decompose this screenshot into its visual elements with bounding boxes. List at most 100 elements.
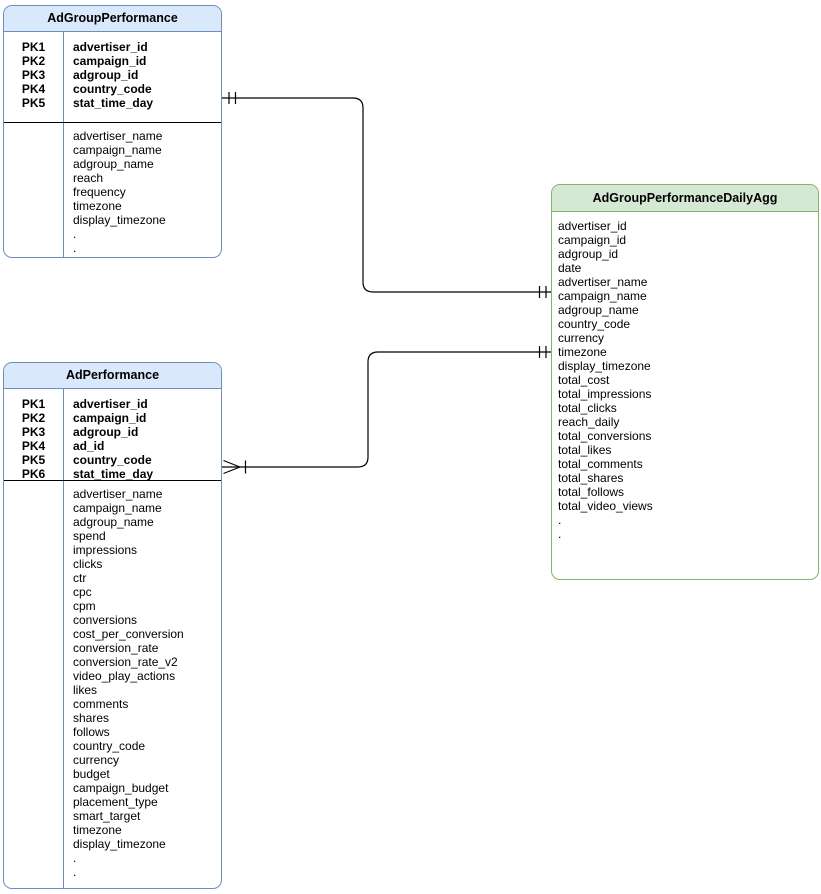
- relationship-adgroupperformance-to-dailyagg: [222, 92, 551, 298]
- attribute-name: total_follows: [558, 485, 625, 499]
- attribute-name: campaign_name: [73, 143, 162, 157]
- attribute-name: total_impressions: [558, 387, 652, 401]
- attribute-name: shares: [73, 711, 110, 725]
- pk-field-name: advertiser_id: [73, 397, 148, 411]
- entity-adgroup-performance-daily-agg: AdGroupPerformanceDailyAgg advertiser_id…: [551, 184, 819, 580]
- pk-field-name: adgroup_id: [73, 425, 139, 439]
- attribute-name: total_cost: [558, 373, 610, 387]
- attribute-name: adgroup_name: [73, 157, 154, 171]
- attribute-name: conversion_rate_v2: [73, 655, 178, 669]
- attribute-name: campaign_name: [73, 501, 162, 515]
- attribute-name: conversion_rate: [73, 641, 159, 655]
- one-and-only-one-marker: [228, 92, 237, 104]
- attribute-name: adgroup_name: [558, 303, 639, 317]
- relationship-line: [222, 97, 551, 293]
- pk-label: PK1: [21, 397, 46, 411]
- pk-label: PK2: [21, 411, 46, 425]
- attribute-name: .: [558, 527, 562, 541]
- attribute-name: currency: [73, 753, 120, 767]
- pk-field-name: advertiser_id: [73, 40, 148, 54]
- attribute-name: ctr: [73, 571, 87, 585]
- attribute-name: currency: [558, 331, 605, 345]
- attribute-name: reach: [73, 171, 104, 185]
- pk-label: PK1: [21, 40, 46, 54]
- pk-field-name: adgroup_id: [73, 68, 139, 82]
- attribute-name: spend: [73, 529, 106, 543]
- pk-label: PK6: [21, 467, 46, 481]
- attribute-name: .: [73, 241, 77, 255]
- attribute-name: .: [73, 851, 77, 865]
- pk-label: PK5: [21, 453, 46, 467]
- attribute-name: country_code: [558, 317, 631, 331]
- attribute-name: .: [558, 513, 562, 527]
- attribute-name: total_shares: [558, 471, 624, 485]
- attribute-name: cpm: [73, 599, 96, 613]
- attribute-name: campaign_id: [558, 233, 627, 247]
- attribute-name: date: [558, 261, 582, 275]
- attribute-name: placement_type: [73, 795, 158, 809]
- attribute-name: total_comments: [558, 457, 643, 471]
- attribute-name: total_conversions: [558, 429, 652, 443]
- pk-label: PK3: [21, 68, 46, 82]
- attribute-name: cost_per_conversion: [73, 627, 184, 641]
- empty-key-column: [4, 481, 64, 888]
- attribute-name: display_timezone: [558, 359, 651, 373]
- attribute-name: video_play_actions: [73, 669, 176, 683]
- attribute-name: adgroup_name: [73, 515, 154, 529]
- attribute-name: cpc: [73, 585, 92, 599]
- relationship-adperformance-to-dailyagg: [222, 346, 551, 475]
- attribute-name: .: [73, 227, 77, 241]
- attribute-name: campaign_name: [558, 289, 647, 303]
- crow-foot-many-marker: [223, 459, 247, 475]
- attribute-name: follows: [73, 725, 110, 739]
- attribute-name: adgroup_id: [558, 247, 619, 261]
- attribute-name: advertiser_name: [73, 487, 163, 501]
- pk-field-name: stat_time_day: [73, 467, 154, 481]
- pk-field-name: country_code: [73, 82, 152, 96]
- pk-label: PK5: [21, 96, 46, 110]
- pk-field-name: campaign_id: [73, 54, 147, 68]
- attribute-name: advertiser_name: [73, 129, 163, 143]
- attribute-name: frequency: [73, 185, 126, 199]
- attribute-name: budget: [73, 767, 110, 781]
- attribute-name: reach_daily: [558, 415, 620, 429]
- attribute-name: total_video_views: [558, 499, 653, 513]
- pk-field-name: campaign_id: [73, 411, 147, 425]
- relationship-line: [222, 351, 551, 468]
- empty-key-column: [4, 123, 64, 257]
- attribute-name: display_timezone: [73, 213, 166, 227]
- attribute-name: advertiser_id: [558, 219, 627, 233]
- attribute-name: advertiser_name: [558, 275, 648, 289]
- pk-field-name: country_code: [73, 453, 152, 467]
- attribute-name: comments: [73, 697, 129, 711]
- attribute-name: smart_target: [73, 809, 141, 823]
- pk-field-name: ad_id: [73, 439, 105, 453]
- attribute-name: display_timezone: [73, 837, 166, 851]
- pk-field-name: stat_time_day: [73, 96, 154, 110]
- attribute-name: campaign_budget: [73, 781, 169, 795]
- attribute-name: total_clicks: [558, 401, 617, 415]
- attribute-name: timezone: [73, 823, 122, 837]
- pk-label: PK4: [21, 439, 46, 453]
- attribute-name: conversions: [73, 613, 138, 627]
- entity-title: AdGroupPerformance: [4, 6, 221, 32]
- attribute-name: total_likes: [558, 443, 612, 457]
- attribute-name: clicks: [73, 557, 103, 571]
- pk-label: PK2: [21, 54, 46, 68]
- attribute-name: timezone: [558, 345, 607, 359]
- attribute-name: country_code: [73, 739, 146, 753]
